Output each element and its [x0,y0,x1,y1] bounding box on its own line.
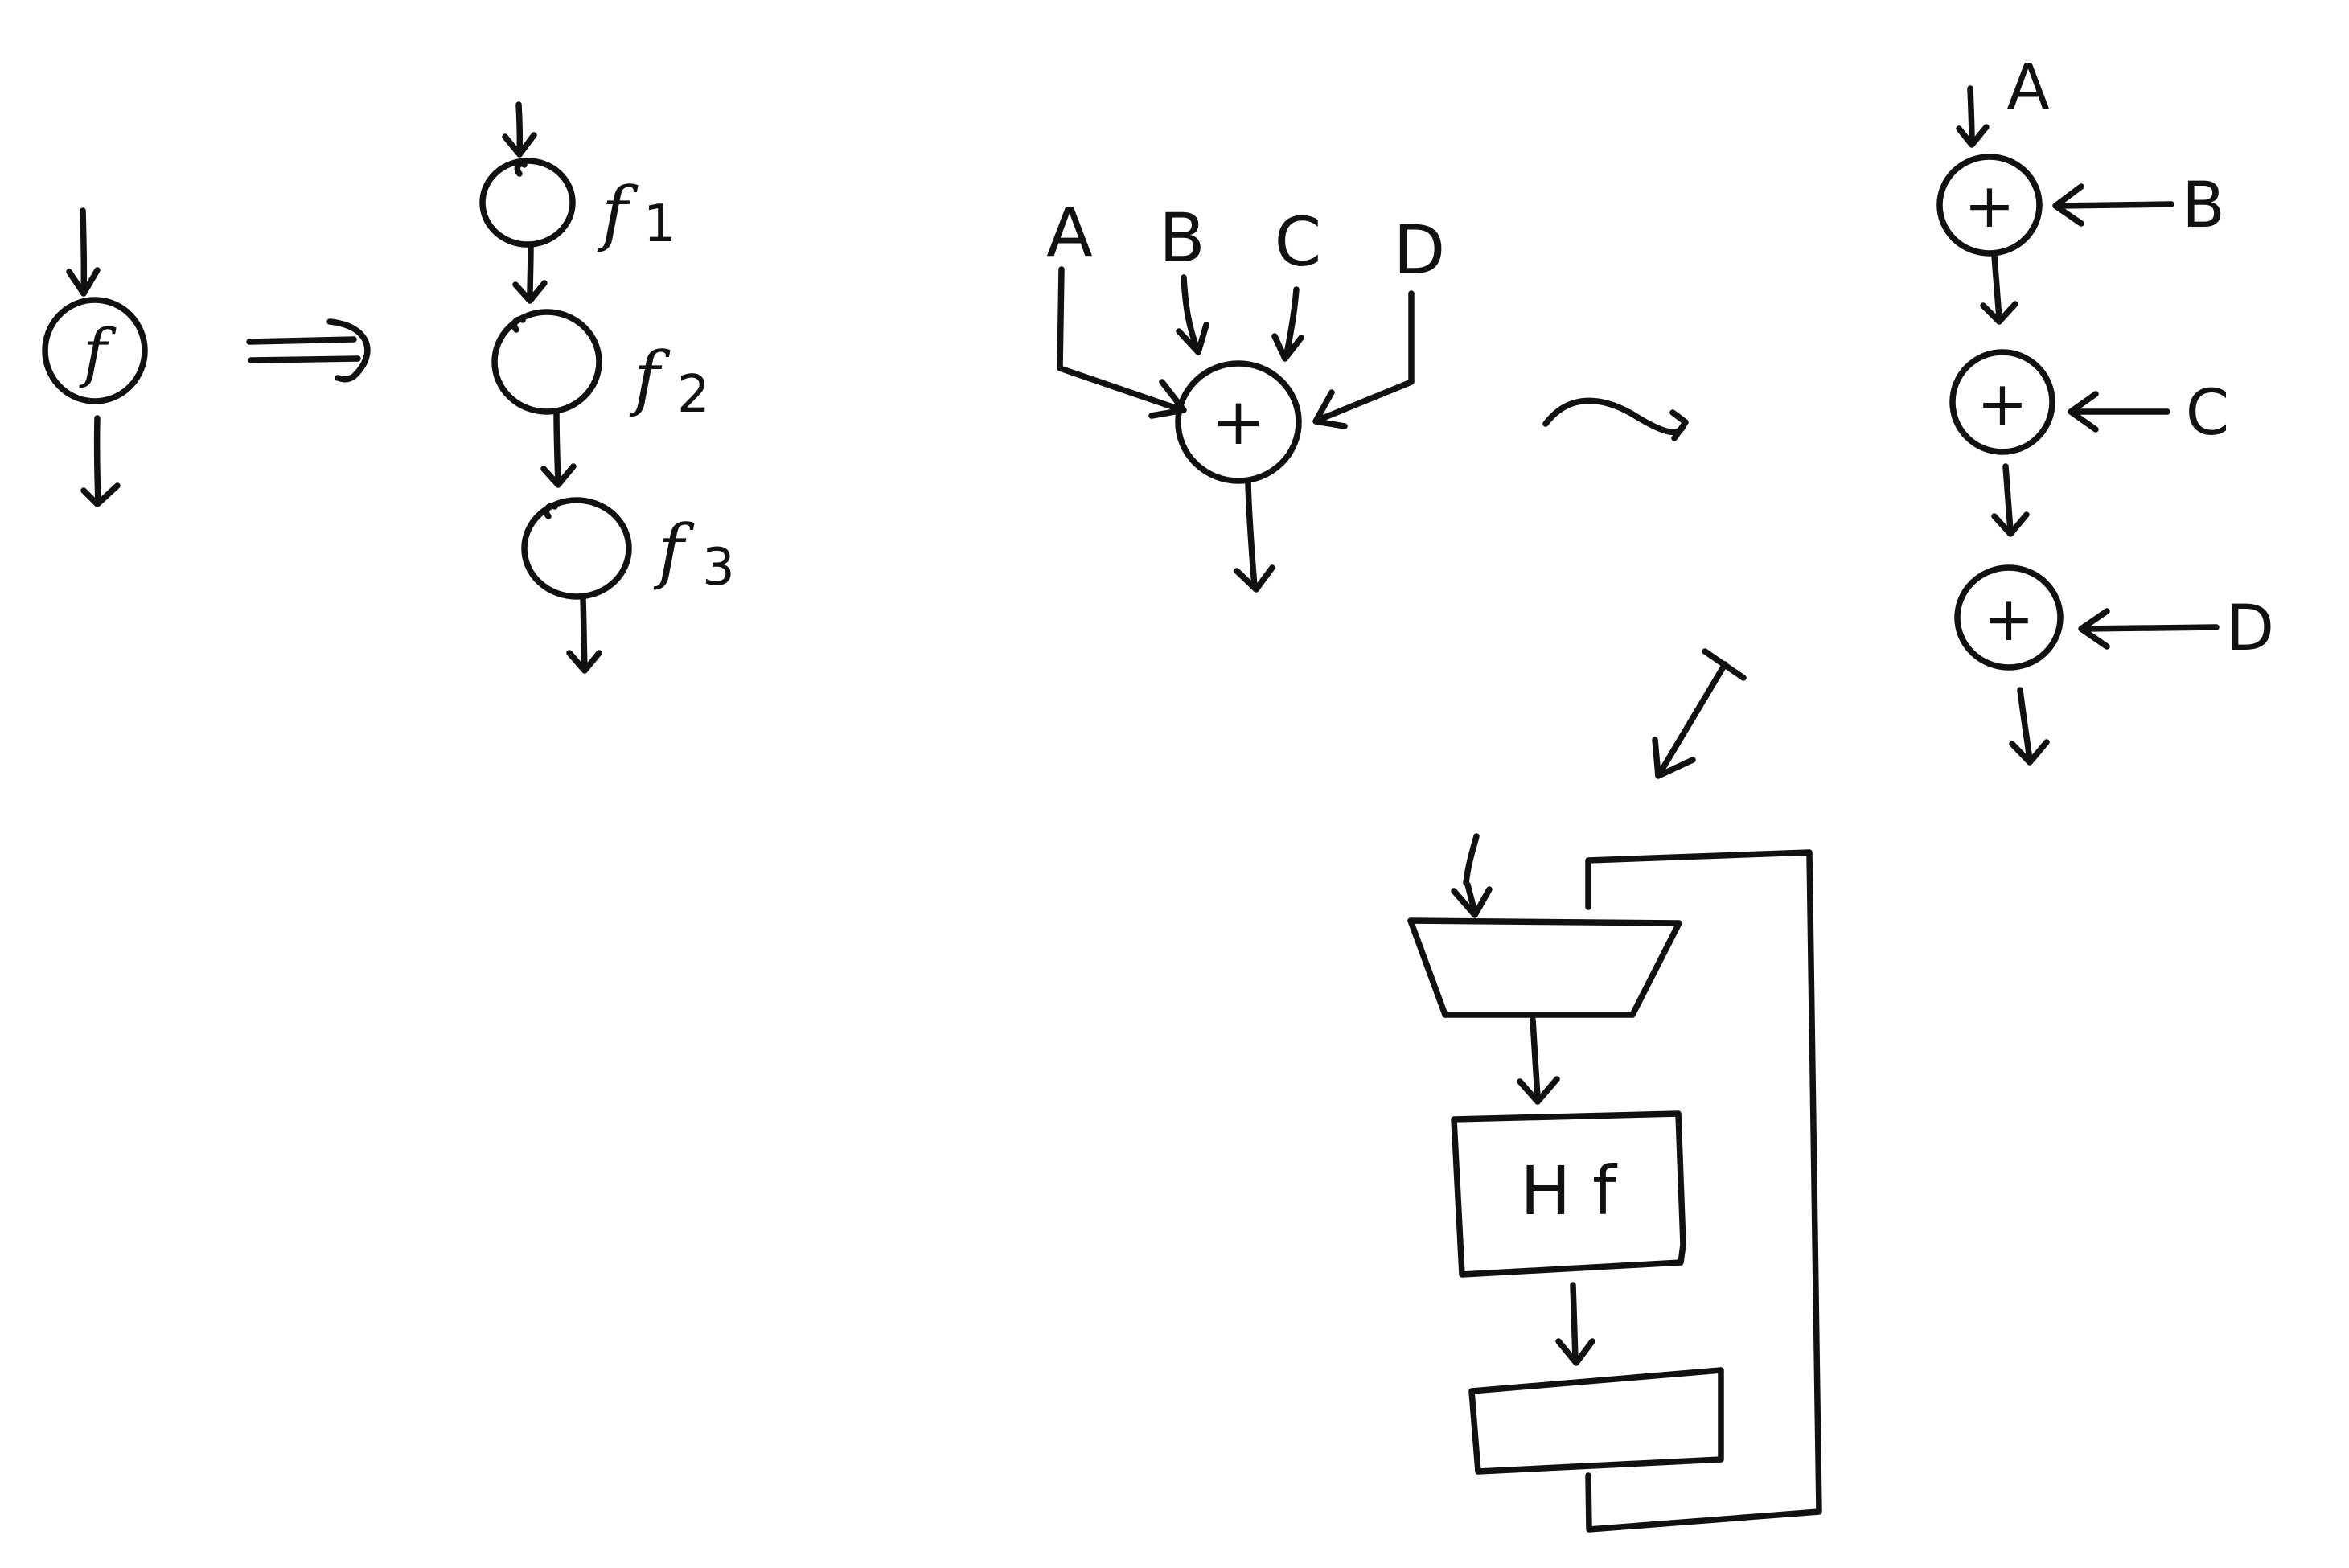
input-arrow [66,207,101,297]
arrow-from-c-right [2068,391,2170,433]
input-label-b: B [1159,199,1205,277]
register-block [1468,1367,1724,1475]
chain-diagram: f 1 f 2 f 3 [479,101,735,674]
chain-node-2 [491,309,602,415]
chained-node-3 [1954,564,2064,671]
label-f2-sub: 2 [677,365,710,425]
arrow-from-a [1057,266,1187,419]
chain-arrow-2-3 [540,408,577,488]
equivalence-tilde: ~ [0,0,1689,441]
label-f1-sub: 1 [643,195,676,254]
arrow-from-d [1312,290,1415,429]
input-label-a: A [1046,193,1092,272]
chain-node-1 [479,158,576,248]
transform-arrow: ⇒ [0,0,371,383]
chain-input-label-c: C [2186,377,2229,449]
chain-input-label-b: B [2182,170,2225,242]
chained-node-2 [1949,349,2055,455]
function-to-register-arrow [1555,1282,1595,1366]
chain-output-arrow [566,596,602,674]
input-label-d: D [1394,211,1446,289]
chain-input-label-d: D [2226,593,2274,665]
arrow-from-c [1271,286,1304,362]
chained-node-1-symbol: + [1964,170,2015,241]
chained-sum-diagram: A + B + C + D [1936,51,2274,766]
arrow-from-d-right [2078,608,2220,650]
function-block [1451,1110,1686,1278]
chain-input-label-a: A [2006,51,2049,124]
multiplexer-block [1407,917,1682,1018]
output-arrow [80,415,121,507]
sum-node-symbol: + [1211,384,1265,459]
single-node-diagram: f [42,207,148,507]
node-circle [42,297,148,404]
mux-to-function-arrow [1517,1016,1560,1105]
function-block-label: H f [1520,1151,1618,1230]
feedback-loop [1585,849,1822,1533]
relation-symbol: ~ [0,0,1,1]
chained-output-arrow [2009,687,2050,766]
sum-node-circle [1175,360,1302,484]
chained-node-1 [1936,154,2043,257]
sum-output-arrow [1234,479,1275,593]
transform-arrow-symbol: ⇒ [0,0,1,1]
arrow-from-b-right [2052,183,2174,227]
label-f3: f [653,509,695,592]
chain-arrow-1-2 [512,241,548,304]
chained-arrow-2-3 [1991,463,2030,537]
chain-input-arrow [502,101,537,158]
maps-to-arrow: ↦ [0,0,1747,779]
chain-top-arrow [1956,85,1990,148]
chained-arrow-1-2 [1980,252,2018,325]
maps-to-symbol: ↦ [0,0,1,1]
chain-node-3 [521,497,632,600]
node-symbol: f [79,315,117,390]
label-f1: f [597,171,639,254]
chained-node-2-symbol: + [1977,367,2028,439]
hardware-loop-diagram: H f [1407,833,1822,1533]
arrow-from-b [1176,274,1209,355]
chained-node-3-symbol: + [1983,583,2035,655]
label-f2: f [629,336,671,419]
label-f3-sub: 3 [702,538,735,597]
sum-node-diagram: A B C D + [1046,193,1446,593]
input-label-c: C [1275,203,1322,281]
